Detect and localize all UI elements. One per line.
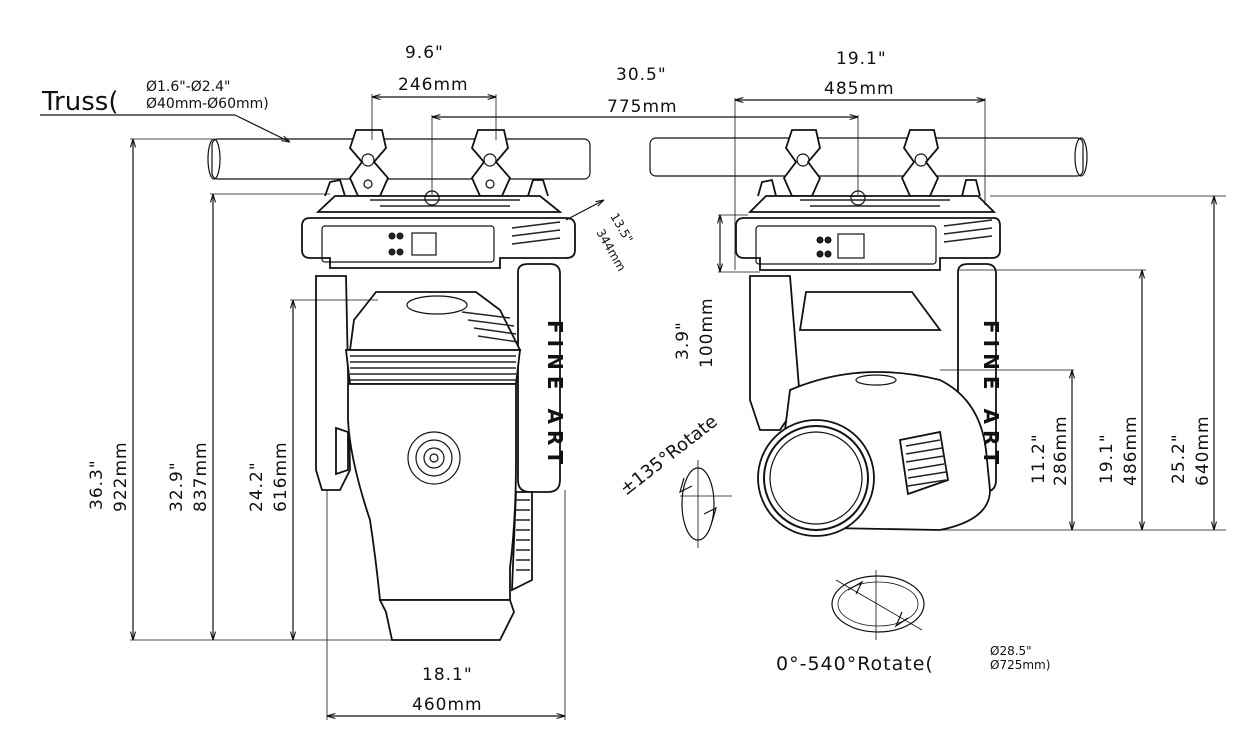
dim-base-height: 3.9" 100mm bbox=[673, 214, 760, 368]
dim-clamp-spacing: 9.6" 246mm bbox=[371, 43, 497, 140]
dim-clamp-span-mm: 485mm bbox=[824, 79, 895, 99]
dim-head-radius-mm: 286mm bbox=[1051, 415, 1071, 486]
truss-pipe-left bbox=[207, 138, 591, 180]
dim-yoke-height: 19.1" 486mm bbox=[930, 269, 1226, 531]
dim-width-mm: 460mm bbox=[412, 695, 483, 715]
truss-size-mm: Ø40mm-Ø60mm) bbox=[146, 96, 269, 112]
dim-clamp-spacing-inch: 9.6" bbox=[405, 43, 444, 63]
dim-total-height: 25.2" 640mm bbox=[990, 195, 1226, 530]
side-view-fixture: FINE ART bbox=[735, 129, 1003, 537]
pan-rotate-symbol: 0°-540°Rotate( Ø28.5" Ø725mm) bbox=[776, 570, 1050, 675]
brand-text-front: FINE ART bbox=[543, 320, 567, 470]
truss-label: Truss( Ø1.6"-Ø2.4" Ø40mm-Ø60mm) bbox=[40, 79, 290, 142]
tilt-rotate-label: ±135°Rotate bbox=[616, 411, 721, 500]
pan-diameter-inch: Ø28.5" bbox=[990, 644, 1032, 658]
dim-center-spacing-inch: 30.5" bbox=[616, 65, 667, 85]
pan-rotate-label: 0°-540°Rotate( bbox=[776, 653, 934, 675]
dim-base-height-mm: 100mm bbox=[697, 297, 717, 368]
truss-size-inch: Ø1.6"-Ø2.4" bbox=[146, 79, 231, 95]
clamp-side-left bbox=[782, 129, 822, 197]
dim-total-height-mm: 640mm bbox=[1193, 415, 1213, 486]
dim-width: 18.1" 460mm bbox=[326, 490, 566, 720]
dim-clamp-spacing-mm: 246mm bbox=[398, 75, 469, 95]
truss-label-main: Truss( bbox=[41, 87, 118, 117]
clamp-side-right bbox=[900, 129, 940, 197]
dim-head-radius-inch: 11.2" bbox=[1029, 433, 1049, 484]
clamp-front-left bbox=[348, 129, 390, 197]
dim-head-height: 24.2" 616mm bbox=[247, 299, 378, 640]
dim-clamp-span-inch: 19.1" bbox=[836, 49, 887, 69]
clamp-front-right bbox=[470, 129, 512, 197]
pan-diameter-mm: Ø725mm) bbox=[990, 658, 1050, 672]
dim-overall-height-mm: 922mm bbox=[111, 441, 131, 512]
dim-width-inch: 18.1" bbox=[422, 665, 473, 685]
front-view-fixture: FINE ART bbox=[301, 129, 576, 641]
dim-overall-height-inch: 36.3" bbox=[87, 459, 107, 510]
brand-text-side: FINE ART bbox=[979, 320, 1003, 470]
dim-total-height-inch: 25.2" bbox=[1169, 433, 1189, 484]
dim-yoke-height-mm: 486mm bbox=[1121, 415, 1141, 486]
dim-base-to-bottom: 32.9" 837mm bbox=[167, 193, 330, 640]
dim-base-to-bottom-inch: 32.9" bbox=[167, 461, 187, 512]
dim-base-height-inch: 3.9" bbox=[673, 321, 693, 360]
dim-head-radius: 11.2" 286mm bbox=[940, 369, 1074, 530]
dim-center-spacing: 30.5" 775mm bbox=[431, 65, 859, 195]
dim-base-to-bottom-mm: 837mm bbox=[191, 441, 211, 512]
dim-center-spacing-mm: 775mm bbox=[607, 97, 678, 117]
dim-head-height-inch: 24.2" bbox=[247, 461, 267, 512]
dim-head-height-mm: 616mm bbox=[271, 441, 291, 512]
dim-overall-height: 36.3" 922mm bbox=[87, 138, 392, 641]
tilt-rotate-symbol: ±135°Rotate bbox=[616, 411, 732, 548]
dim-base-depth: 13.5" 344mm bbox=[565, 200, 636, 274]
dim-clamp-span-side: 19.1" 485mm bbox=[734, 49, 986, 270]
dim-yoke-height-inch: 19.1" bbox=[1097, 433, 1117, 484]
truss-pipe-right bbox=[649, 137, 1088, 177]
